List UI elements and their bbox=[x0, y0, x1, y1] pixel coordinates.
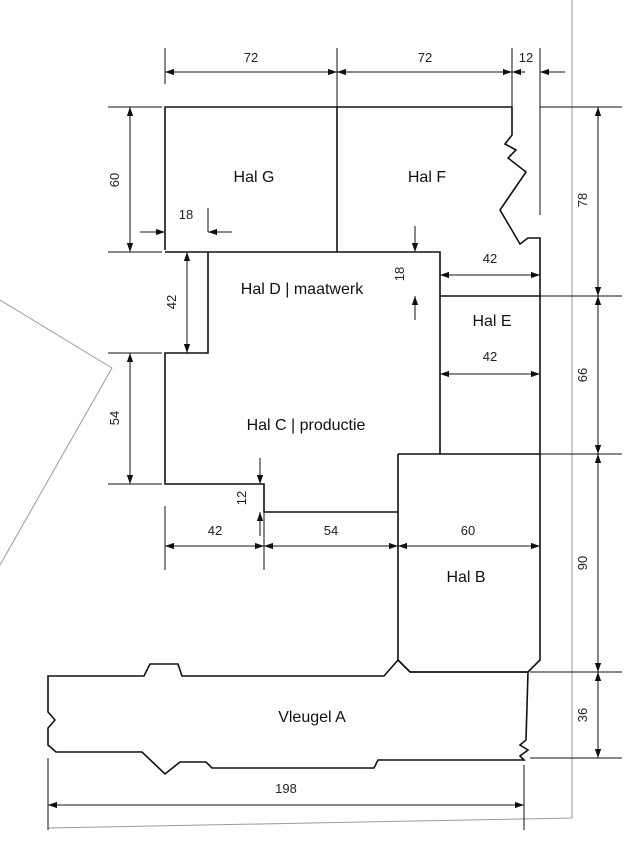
dim-right-a: 36 bbox=[575, 708, 590, 722]
dim-top-g: 72 bbox=[244, 50, 258, 65]
dim-step-g: 18 bbox=[179, 207, 193, 222]
dim-b-width: 60 bbox=[461, 523, 475, 538]
hall-g-label: Hal G bbox=[234, 169, 275, 186]
hall-e-label: Hal E bbox=[472, 313, 511, 330]
dimension-lines bbox=[47, 48, 622, 830]
dim-bottom-c1: 42 bbox=[208, 523, 222, 538]
dim-c-step: 12 bbox=[234, 491, 249, 505]
dim-d-offset: 18 bbox=[392, 267, 407, 281]
dim-top-f: 72 bbox=[418, 50, 432, 65]
dim-right-b: 90 bbox=[575, 556, 590, 570]
dim-left-d: 42 bbox=[164, 295, 179, 309]
dim-right-f: 78 bbox=[575, 193, 590, 207]
dim-c-right: 42 bbox=[483, 349, 497, 364]
hall-f-label: Hal F bbox=[408, 169, 446, 186]
dim-top-gap: 12 bbox=[519, 50, 533, 65]
dim-right-e: 66 bbox=[575, 368, 590, 382]
building-walls bbox=[47, 106, 541, 776]
hall-d-label: Hal D | maatwerk bbox=[241, 281, 364, 298]
dim-left-c: 54 bbox=[107, 411, 122, 425]
dim-bottom-c2: 54 bbox=[324, 523, 338, 538]
dim-e-width: 42 bbox=[483, 251, 497, 266]
hall-c-label: Hal C | productie bbox=[247, 417, 366, 434]
dim-left-g: 60 bbox=[107, 173, 122, 187]
hall-b-label: Hal B bbox=[446, 569, 485, 586]
wing-a-label: Vleugel A bbox=[278, 709, 346, 726]
site-boundary bbox=[0, 0, 573, 829]
dim-bottom-a: 198 bbox=[275, 781, 297, 796]
